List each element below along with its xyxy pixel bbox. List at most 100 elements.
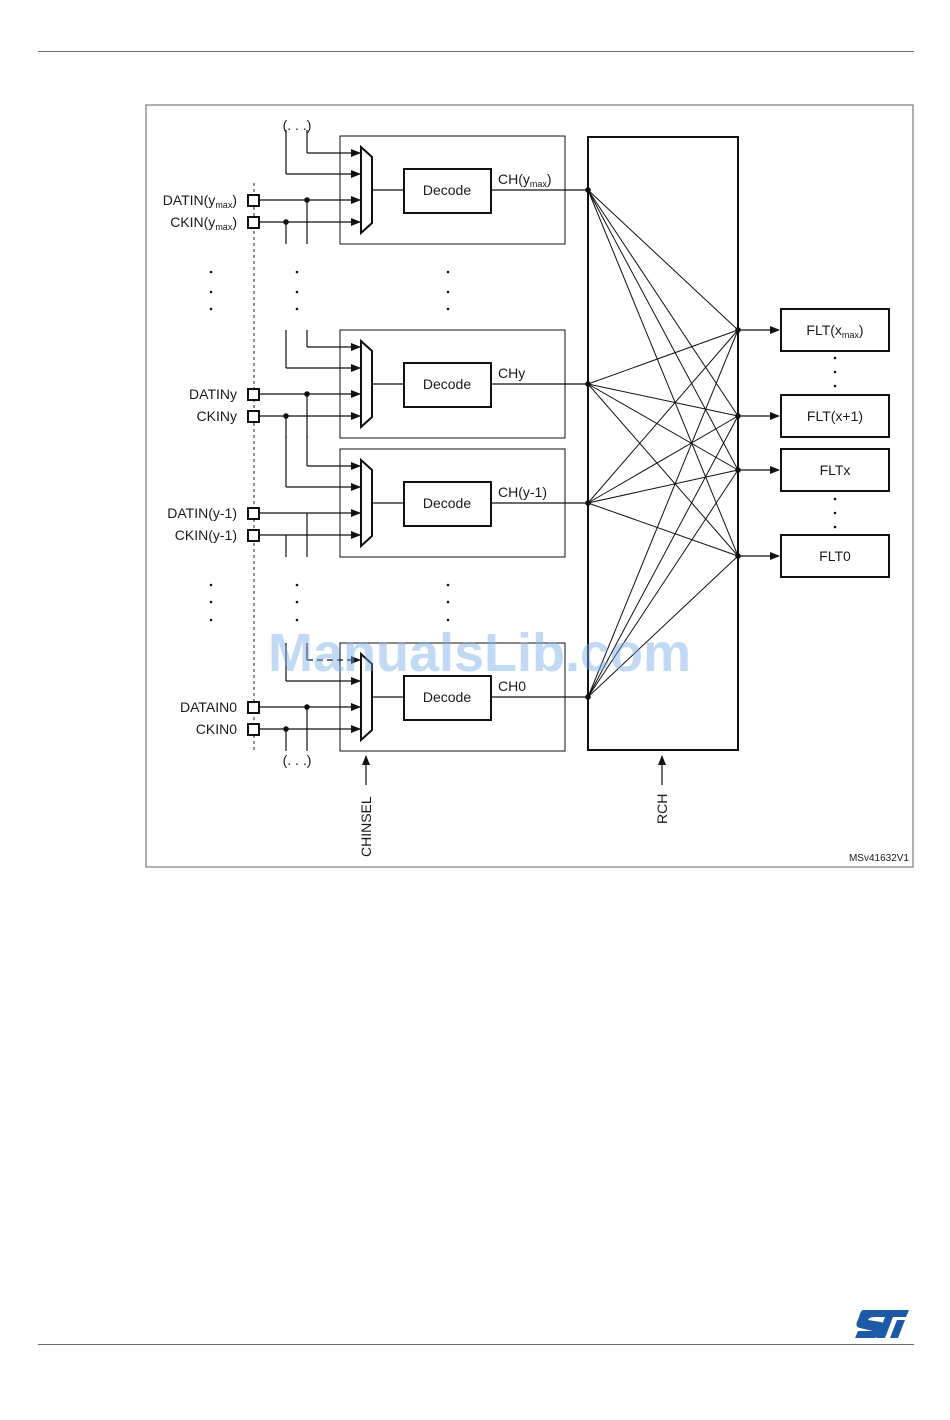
- datin-pin: [248, 389, 259, 400]
- filter-label: FLTx: [820, 462, 851, 478]
- channel-output-label-text: CH(y-1): [498, 484, 547, 500]
- watermark: ManualsLib.com: [268, 622, 691, 684]
- decode-label: Decode: [423, 689, 471, 705]
- channel-output-label-close: ): [547, 171, 552, 187]
- crossbar-connection: [588, 416, 738, 503]
- ckin-label-subscript: max: [215, 222, 233, 232]
- ellipsis-dot: [447, 291, 450, 294]
- ckin-pin: [248, 530, 259, 541]
- datin-pin: [248, 702, 259, 713]
- ellipsis-dot: [210, 291, 213, 294]
- datin-pin: [248, 508, 259, 519]
- datin-label: DATAIN0: [180, 699, 237, 715]
- st-logo-icon: [853, 1308, 911, 1340]
- crossbar-connection: [588, 384, 738, 416]
- crossbar-connection: [588, 190, 738, 330]
- ellipsis-dot: [834, 526, 837, 529]
- filter-label-subscript: max: [842, 330, 860, 340]
- ckin-label-text: CKIN(y-1): [175, 527, 237, 543]
- channel-output-label-text: CH(y: [498, 171, 530, 187]
- ellipsis-dot: [447, 584, 450, 587]
- decode-label: Decode: [423, 495, 471, 511]
- ellipsis-dot: [834, 385, 837, 388]
- crossbar-connection: [588, 384, 738, 556]
- datin-label: DATIN(ymax): [163, 192, 237, 210]
- channel-output-label-subscript: max: [530, 179, 548, 189]
- ellipsis-dot: [210, 601, 213, 604]
- filter-label-close: ): [859, 322, 864, 338]
- crossbar-connection: [588, 330, 738, 503]
- datin-label-close: ): [232, 192, 237, 208]
- datin-label-text: DATINy: [189, 386, 237, 402]
- datin-label-text: DATIN(y: [163, 192, 216, 208]
- ckin-label-text: CKINy: [197, 408, 237, 424]
- ckin-pin: [248, 217, 259, 228]
- ellipsis-dot: [296, 271, 299, 274]
- filter-block: FLT(x+1): [738, 395, 889, 437]
- channel-output-label: CH(y-1): [498, 484, 547, 500]
- mux-icon: [361, 460, 372, 546]
- figure-id: MSv41632V1: [849, 853, 909, 864]
- ckin-label: CKIN(y-1): [175, 527, 237, 543]
- decode-label: Decode: [423, 376, 471, 392]
- crossbar-connection: [588, 330, 738, 384]
- chinsel-label: CHINSEL: [358, 796, 374, 857]
- crossbar-input-node: [585, 187, 591, 193]
- ellipsis-dot: [296, 601, 299, 604]
- ellipsis-dot: [210, 271, 213, 274]
- ellipsis-dot: [210, 584, 213, 587]
- ckin-pin: [248, 724, 259, 735]
- ellipsis-dot: [447, 601, 450, 604]
- channel-output-label: CH(ymax): [498, 171, 552, 189]
- rch-label: RCH: [654, 794, 670, 824]
- crossbar-connection: [588, 190, 738, 556]
- datin-label-text: DATIN(y-1): [167, 505, 237, 521]
- ellipsis-dot: [210, 308, 213, 311]
- ckin-label: CKIN(ymax): [170, 214, 237, 232]
- ckin-label-text: CKIN(y: [170, 214, 215, 230]
- ckin-label: CKINy: [197, 408, 237, 424]
- datin-pin: [248, 195, 259, 206]
- filter-label-text: FLT(x: [806, 322, 842, 338]
- filter-label: FLT(x+1): [807, 408, 863, 424]
- ellipsis-dot: [834, 371, 837, 374]
- filter-block: FLT0: [738, 535, 889, 577]
- ckin-label-text: CKIN0: [196, 721, 237, 737]
- crossbar-input-node: [585, 500, 591, 506]
- crossbar-input-node: [585, 381, 591, 387]
- ckin-label: CKIN0: [196, 721, 237, 737]
- ellipsis-dot: [834, 512, 837, 515]
- filter-label-text: FLTx: [820, 462, 851, 478]
- channel-block: Decode CHyDATINyCKINy: [189, 330, 588, 438]
- crossbar-connection: [588, 470, 738, 503]
- crossbar-input-node: [585, 694, 591, 700]
- datin-label-text: DATAIN0: [180, 699, 237, 715]
- ellipsis-dot: [296, 584, 299, 587]
- crossbar-connection: [588, 190, 738, 470]
- crossbar-connection: [588, 190, 738, 416]
- mux-icon: [361, 147, 372, 233]
- ellipsis-dot: [296, 619, 299, 622]
- ellipsis-dot: [447, 308, 450, 311]
- ellipsis-dot: [210, 619, 213, 622]
- filter-label-text: FLT(x+1): [807, 408, 863, 424]
- channel-output-label-text: CHy: [498, 365, 525, 381]
- ellipsis-dot: [296, 308, 299, 311]
- channel-block: Decode CH(y-1) DATIN(y-1) CKIN(y-1): [167, 436, 588, 557]
- decode-label: Decode: [423, 182, 471, 198]
- channel-output-label: CHy: [498, 365, 525, 381]
- ckin-label-close: ): [232, 214, 237, 230]
- ckin-pin: [248, 411, 259, 422]
- mux-icon: [361, 341, 372, 427]
- filter-label-text: FLT0: [819, 548, 851, 564]
- filter-block: FLT(xmax): [738, 309, 889, 351]
- filter-block: FLTx: [738, 449, 889, 491]
- datin-label: DATINy: [189, 386, 237, 402]
- datin-label-subscript: max: [215, 200, 233, 210]
- bottom-ellipsis-label: (. . .): [283, 752, 312, 768]
- top-ellipsis-label: (. . .): [283, 117, 312, 133]
- ellipsis-dot: [834, 498, 837, 501]
- filter-label: FLT0: [819, 548, 851, 564]
